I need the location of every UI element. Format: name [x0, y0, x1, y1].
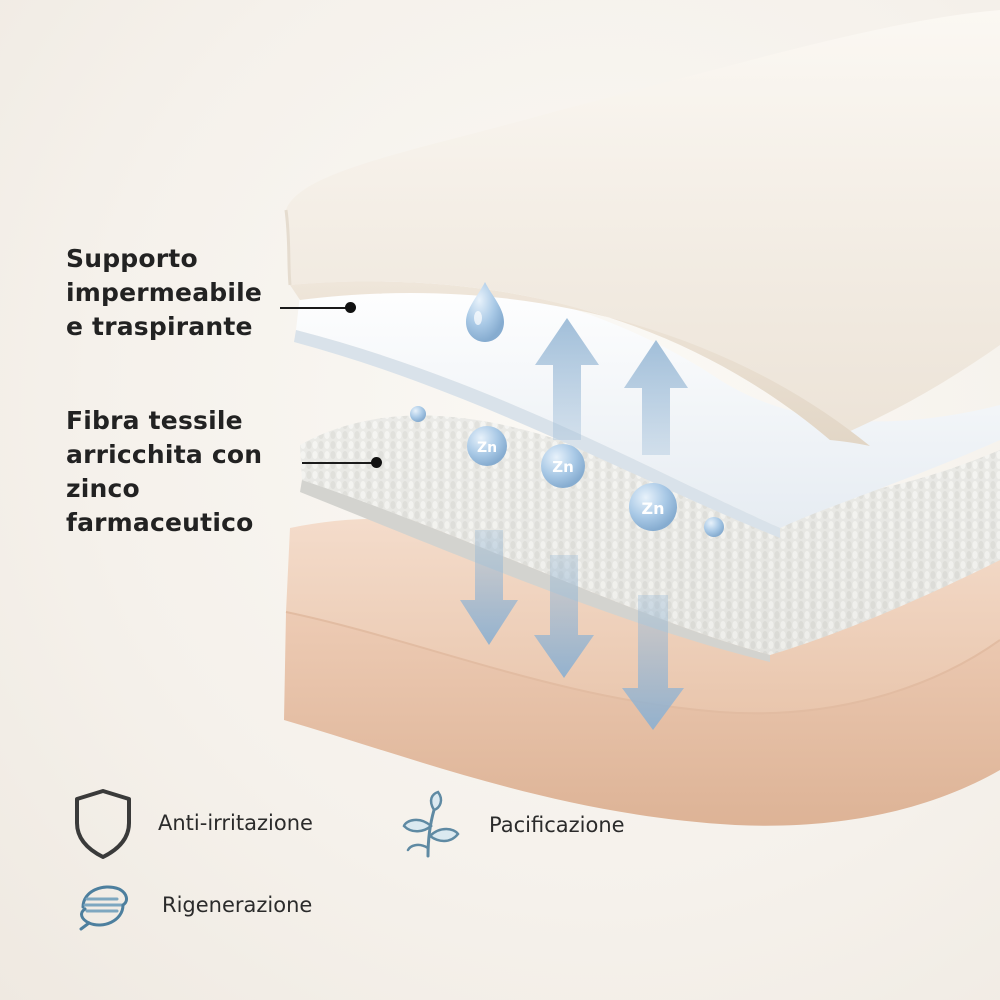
shield-icon: [68, 788, 138, 859]
zinc-symbol: Zn: [477, 440, 497, 456]
label-line: Supporto: [66, 244, 198, 273]
downward-arrow-icon: [460, 530, 518, 645]
upward-arrow-icon: [535, 318, 599, 440]
water-drop-icon: [466, 282, 504, 342]
bubble-icon: [410, 406, 426, 422]
upward-arrow-icon: [624, 340, 688, 455]
benefit-anti-irritation: Anti-irritazione: [68, 788, 313, 859]
leaf-sprig-icon: [395, 790, 465, 860]
leader-dot: [371, 457, 382, 468]
label-waterproof-support: Supporto impermeabile e traspirante: [66, 242, 262, 344]
label-line: zinco: [66, 474, 140, 503]
bubble-icon: [704, 517, 724, 537]
zinc-symbol: Zn: [642, 499, 665, 518]
zinc-bubble-icon: Zn: [467, 426, 507, 466]
zinc-bubble-icon: Zn: [629, 483, 677, 531]
regeneration-spiral-icon: [68, 870, 138, 940]
label-line: e traspirante: [66, 312, 253, 341]
benefit-label: Pacificazione: [489, 813, 625, 837]
zinc-symbol: Zn: [552, 458, 574, 476]
leader-dot: [345, 302, 356, 313]
label-line: Fibra tessile: [66, 406, 243, 435]
benefit-label: Rigenerazione: [162, 893, 313, 917]
label-zinc-fiber: Fibra tessile arricchita con zinco farma…: [66, 404, 262, 540]
label-line: farmaceutico: [66, 508, 254, 537]
downward-arrow-icon: [534, 555, 594, 678]
benefit-soothing: Pacificazione: [395, 790, 625, 860]
top-layer: [284, 10, 1000, 446]
zinc-bubble-icon: Zn: [541, 444, 585, 488]
downward-arrow-icon: [622, 595, 684, 730]
benefit-label: Anti-irritazione: [158, 811, 313, 835]
leader-line: [302, 462, 376, 464]
label-line: impermeabile: [66, 278, 263, 307]
leader-line: [280, 307, 350, 309]
benefit-regeneration: Rigenerazione: [68, 870, 312, 940]
label-line: arricchita con: [66, 440, 263, 469]
